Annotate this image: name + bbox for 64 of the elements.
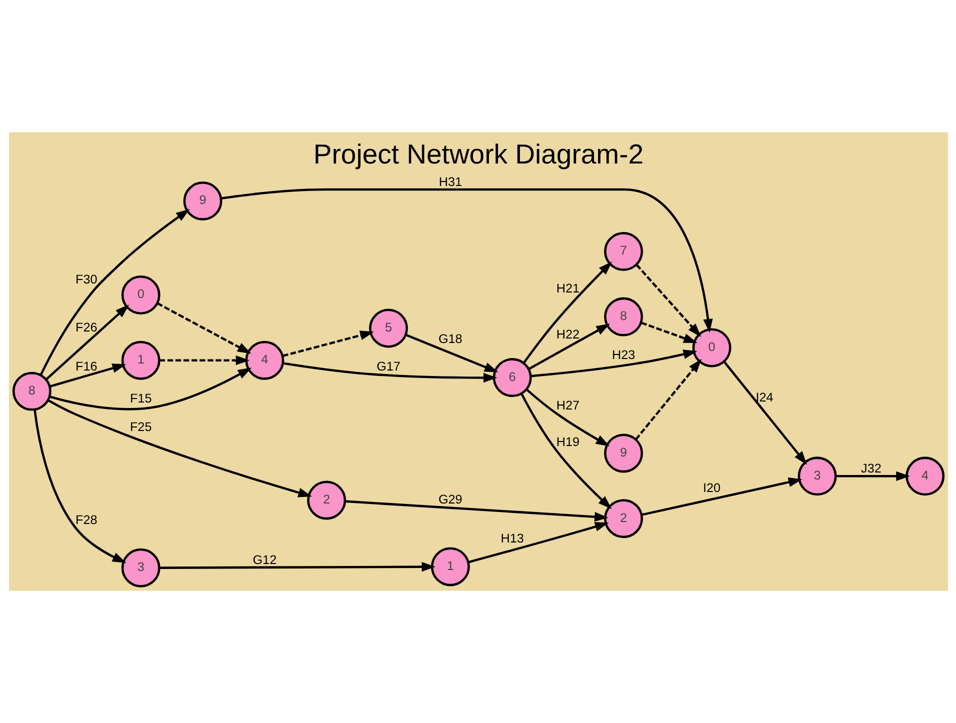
node-circle: 0 [692,328,731,368]
arrow [39,208,190,376]
arrow [530,350,697,378]
edge-label: F15 [129,392,152,406]
edge-label: F16 [75,359,97,374]
edge-label: H31 [438,174,462,189]
node-circle: 2 [604,499,643,538]
edge-label: H22 [556,327,579,342]
edge-label: F25 [129,420,152,434]
arrow [722,360,807,465]
node-circle: 1 [430,547,470,586]
node-circle: 9 [604,434,643,473]
arrow [467,522,608,564]
arrow [635,264,701,338]
diagram-title: Project Network Diagram-2 [312,138,644,170]
arrow [282,362,497,383]
node-circle: 4 [244,340,284,380]
node-circle: 3 [120,548,160,588]
node-circle: 5 [368,308,408,348]
edge-label: G18 [438,332,462,346]
arrow [405,334,498,372]
edge-label: J32 [860,461,881,476]
arrow [220,188,712,333]
edge-label: I20 [702,480,720,495]
node-circle: 4 [905,456,944,496]
node-circle: 1 [120,340,160,380]
node-circle: 7 [604,232,643,271]
edge-label: H23 [611,348,635,362]
arrow [835,471,910,481]
arrow [344,500,608,522]
edge-label: G17 [376,359,400,374]
arrow [44,304,129,380]
arrow [158,356,250,366]
node-circle: 8 [604,297,643,336]
arrow [47,399,312,498]
arrow [48,364,126,388]
edge-label: H19 [556,435,579,450]
edge-label: H27 [556,398,579,412]
node-circle: 2 [306,480,346,520]
node-circle: 0 [120,276,160,314]
arrow [640,322,697,343]
arrow [156,302,251,354]
arrow [528,324,610,370]
arrow [520,393,612,510]
edge-label: H21 [556,281,579,296]
arrow [634,358,702,440]
arrow [640,478,802,516]
edge-label: H13 [500,531,524,546]
edge-label: I24 [755,390,773,404]
arrow [158,562,436,572]
arrow [525,388,610,446]
arrow [48,368,252,410]
arrow [33,409,126,563]
node-circle: 9 [182,182,222,220]
node-circle: 6 [492,358,532,398]
edge-label: G12 [252,553,276,568]
node-circle: 8 [12,372,51,411]
edge-label: F28 [75,513,97,528]
arrow [522,261,612,364]
edge-label: G29 [438,492,462,506]
node-circle: 3 [797,456,836,496]
edge-label: F30 [75,272,97,286]
edge-label: F26 [75,320,97,334]
arrow [282,330,374,357]
